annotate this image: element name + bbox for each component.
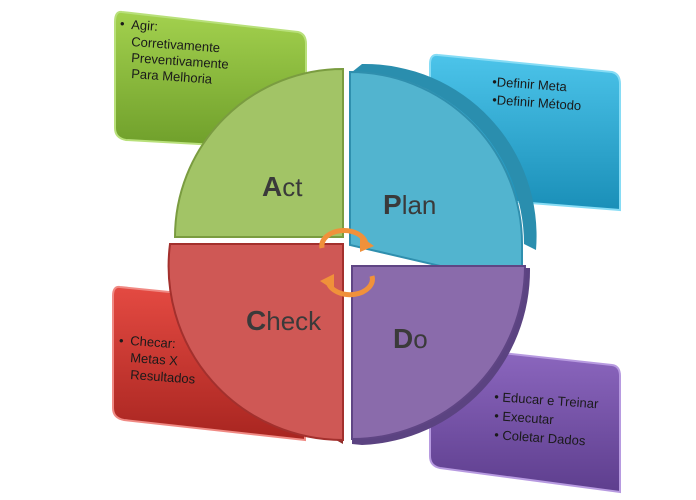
check-box-line: Metas X [130,350,179,368]
check-quadrant[interactable] [167,243,344,442]
act-box-line: Agir: [131,17,159,34]
act-box-bullet: • [120,16,125,31]
check-box-line: Checar: [130,333,176,351]
do-box-line: • Executar [494,408,555,427]
check-label: Check [246,305,322,336]
act-box-line: Preventivamente [131,50,229,72]
wheel [167,63,537,445]
circular-arrows-icon [319,227,375,298]
check-box-line: Resultados [130,367,196,387]
do-quadrant[interactable] [351,265,527,441]
act-box-line: Para Melhoria [131,66,214,87]
act-quadrant[interactable] [173,67,344,238]
plan-box-line: •Definir Método [492,92,582,113]
plan-label: Plan [383,189,436,220]
do-box-line: • Educar e Treinar [494,389,600,411]
act-box-line: Corretivamente [131,34,221,55]
do-box-line: • Coletar Dados [494,427,587,448]
plan-box-line: •Definir Meta [492,74,568,94]
check-box-bullet: • [119,333,124,348]
plan-quadrant[interactable] [349,70,524,287]
do-label: Do [393,323,428,354]
act-label: Act [262,171,303,202]
